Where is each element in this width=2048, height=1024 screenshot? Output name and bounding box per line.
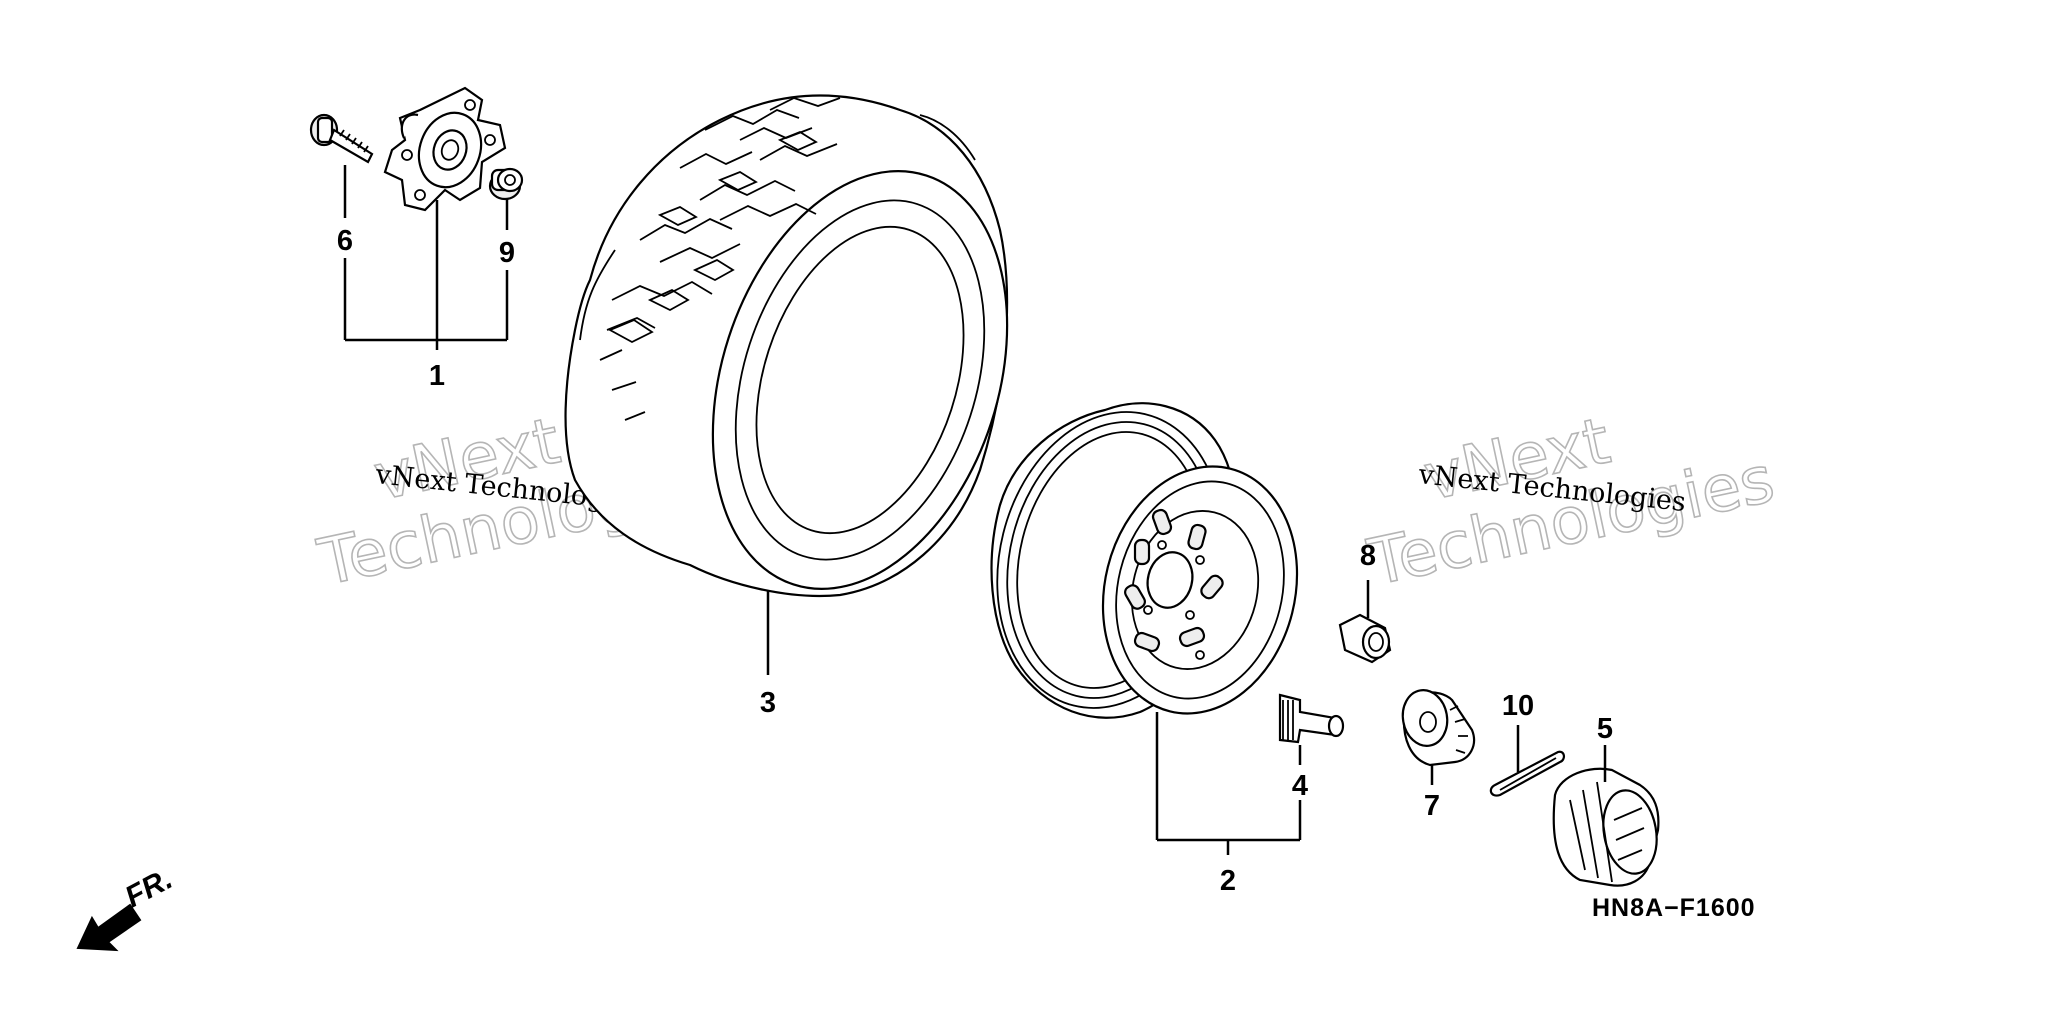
callout-8: 8 xyxy=(1360,540,1376,572)
callout-6: 6 xyxy=(337,225,353,257)
nut-part xyxy=(488,167,524,201)
leader-lines-wheel-group xyxy=(1155,712,1302,855)
callout-10: 10 xyxy=(1502,690,1534,722)
hub-cap-part xyxy=(1552,767,1660,887)
diagram-code: HN8A−F1600 xyxy=(1592,894,1756,922)
callout-4: 4 xyxy=(1292,770,1308,802)
watermark-right: vNext Technologies vNext Technologies xyxy=(1361,404,1781,602)
callout-1: 1 xyxy=(429,360,445,392)
front-arrow-icon xyxy=(76,903,142,952)
hub-plate-part xyxy=(383,86,507,212)
valve-part xyxy=(1278,693,1345,744)
bolt-part xyxy=(309,113,374,164)
callout-3: 3 xyxy=(760,687,776,719)
callout-9: 9 xyxy=(499,237,515,269)
leader-lines-hub-group xyxy=(343,165,509,350)
callout-7: 7 xyxy=(1424,790,1440,822)
lug-nut-part xyxy=(1338,613,1392,664)
callout-5: 5 xyxy=(1597,713,1613,745)
wheel-rim-part xyxy=(990,402,1299,719)
tire-part xyxy=(564,94,1009,598)
castle-nut-part xyxy=(1401,689,1476,767)
callout-2: 2 xyxy=(1220,865,1236,897)
cotter-pin-part xyxy=(1489,750,1565,797)
front-direction-indicator: FR. xyxy=(76,862,178,952)
